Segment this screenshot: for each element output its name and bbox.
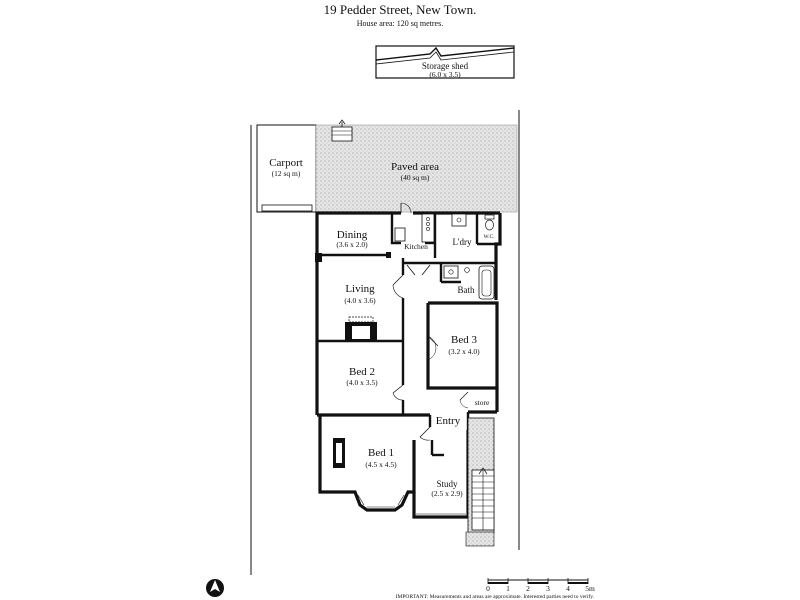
kitchen-label: Kitchen [404,242,428,251]
hall-doors [406,264,431,276]
study-dims: (2.5 x 2.9) [431,489,463,498]
carport [256,124,317,213]
storage-shed-dims: (6.0 x 3.5) [429,70,461,79]
bath-fixtures [443,265,495,300]
scale-tick-label: 1 [506,584,510,593]
kitchen-back-door [400,202,412,214]
living-dims: (4.0 x 3.6) [344,296,376,305]
store-label: store [475,398,490,407]
bed1-dims: (4.5 x 4.5) [365,460,397,469]
back-steps [331,119,353,142]
scale-bar [487,578,589,584]
disclaimer: IMPORTANT: Measurements and areas are ap… [396,593,595,600]
wc-label: W.C. [483,234,495,240]
bed2-label: Bed 2 [349,366,375,378]
entry-label: Entry [436,415,461,427]
toilet-icon [484,214,495,231]
carport-label: Carport [269,157,303,169]
bed3-door [427,335,439,361]
dining-dims: (3.6 x 2.0) [336,240,368,249]
bay-window [357,494,405,508]
bed2-door [392,384,404,401]
paved-area-label: Paved area [391,161,439,173]
living-door [392,274,404,299]
living-label: Living [345,283,375,295]
plan-subtitle: House area: 120 sq metres. [356,19,444,28]
wall-post [386,252,391,258]
carport-dims: (12 sq m) [272,169,301,178]
fireplace-icon [345,316,377,341]
plan-title: 19 Pedder Street, New Town. [323,2,477,17]
storage-shed-label: Storage shed [422,61,469,71]
bath-label: Bath [458,285,475,295]
scale-tick-label: 4 [566,584,570,593]
bed1-fireplace-icon [333,438,345,468]
wall-post [315,253,322,262]
store-door [459,391,469,409]
bed2-dims: (4.0 x 3.5) [346,378,378,387]
kitchen-fixtures [394,213,435,243]
dining-label: Dining [337,229,368,241]
scale-tick-label: 2 [526,584,530,593]
paved-area-dims: (40 sq m) [401,173,430,182]
bed3-dims: (3.2 x 4.0) [448,347,480,356]
bed3-label: Bed 3 [451,334,477,346]
scale-tick-label: 3 [546,584,550,593]
study-label: Study [436,479,458,489]
laundry-label: L'dry [452,237,472,247]
entry-door [419,426,431,441]
scale-tick-label: 0 [486,584,490,593]
laundry-fixtures [451,213,467,227]
scale-tick-label: 5m [585,584,595,593]
front-steps [465,417,495,547]
bed1-label: Bed 1 [368,447,394,459]
storage-shed [375,45,515,79]
north-arrow-icon [206,579,224,597]
